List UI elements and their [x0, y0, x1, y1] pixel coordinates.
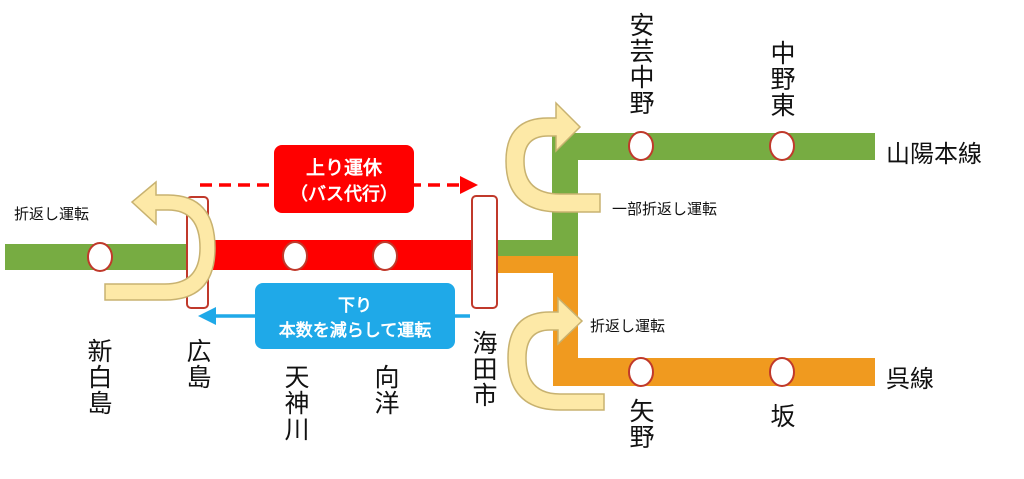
- station-label-nakano-higashi: 中野東: [767, 40, 796, 118]
- u-turn-arrow-icon-west: [104, 180, 216, 301]
- up-suspension-callout: 上り運休 （バス代行）: [274, 145, 414, 213]
- station-aki-nakano-marker: [628, 131, 654, 161]
- turnback-label-west: 折返し運転: [14, 205, 90, 223]
- kure-line-east-segment: [553, 358, 875, 386]
- suspended-section: [205, 240, 495, 270]
- station-label-yano: 矢野: [626, 398, 655, 450]
- up-callout-line2: （バス代行）: [290, 183, 398, 205]
- line-label-kure: 呉線: [886, 365, 934, 393]
- station-label-kaitaichi: 海田市: [469, 330, 498, 408]
- station-label-shinhakushima: 新白島: [84, 338, 113, 416]
- down-callout-line2: 本数を減らして運転: [278, 321, 432, 341]
- u-turn-arrow-icon-kure: [507, 296, 605, 411]
- down-callout-line1: 下り: [338, 296, 372, 316]
- sanyo-line-bridge-segment: [495, 240, 565, 256]
- station-label-tenjingawa: 天神川: [281, 364, 310, 442]
- station-nakano-higashi-marker: [769, 131, 795, 161]
- station-label-mukainada: 向洋: [371, 364, 400, 416]
- kaitaichi-terminal-box: [471, 195, 498, 309]
- turnback-label-sanyo: 一部折返し運転: [612, 200, 718, 218]
- dashed-arrow-icon-up-head: [460, 176, 478, 194]
- arrow-icon-down-head: [198, 307, 216, 325]
- station-label-aki-nakano: 安芸中野: [626, 12, 655, 116]
- station-yano-marker: [628, 357, 654, 387]
- station-tenjingawa-marker: [282, 241, 308, 271]
- station-mukainada-marker: [372, 241, 398, 271]
- station-label-hiroshima: 広島: [183, 338, 212, 390]
- turnback-label-kure: 折返し運転: [590, 317, 666, 335]
- up-callout-line1: 上り運休: [305, 156, 382, 179]
- sanyo-line-east-segment: [552, 133, 875, 160]
- station-shinhakushima-marker: [87, 242, 113, 272]
- u-turn-arrow-icon-sanyo: [505, 101, 601, 213]
- station-label-saka: 坂: [767, 403, 796, 429]
- station-saka-marker: [769, 357, 795, 387]
- down-reduced-callout: 下り 本数を減らして運転: [255, 283, 455, 349]
- line-label-sanyo: 山陽本線: [886, 140, 982, 168]
